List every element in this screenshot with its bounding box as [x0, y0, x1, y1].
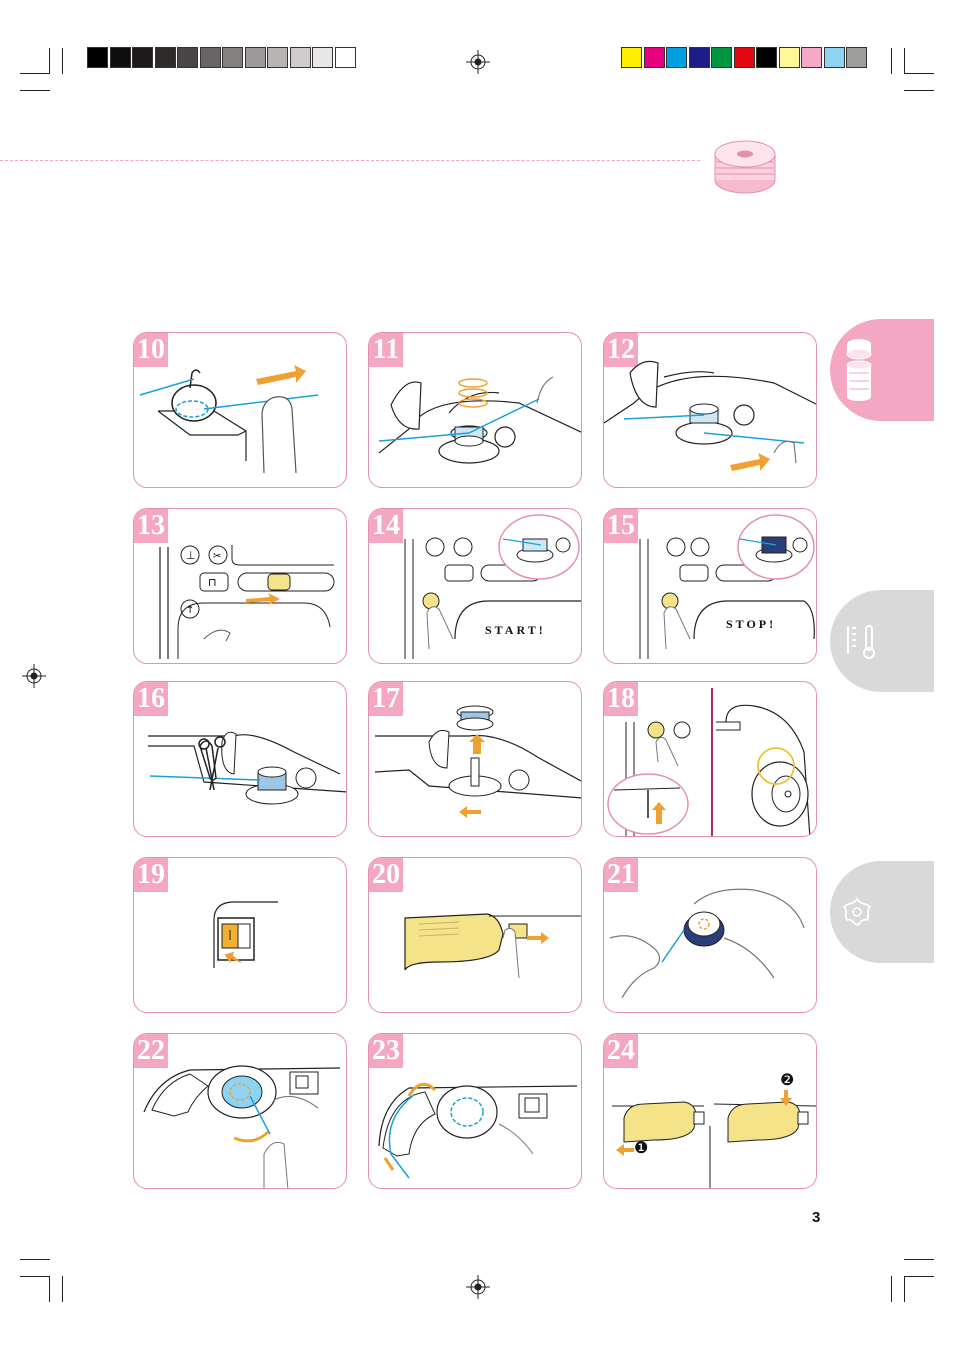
stop-button-illustration [639, 514, 815, 659]
gray-swatch [222, 47, 243, 68]
color-swatch [666, 47, 687, 68]
step-number: 16 [134, 682, 168, 716]
close-cover-illustration [612, 1090, 816, 1188]
gray-swatch [199, 47, 221, 68]
stitch-thermometer-icon [847, 625, 875, 659]
gray-swatch [312, 47, 333, 68]
gray-swatch [267, 47, 288, 68]
speed-slider-illustration: ⊥ ✂ ⊓ ↑ [159, 545, 335, 659]
step-23-panel: 23 [368, 1033, 582, 1189]
power-switch-illustration [213, 901, 278, 968]
step-number: 11 [369, 333, 403, 367]
step-number: 20 [369, 858, 403, 892]
step-20-panel: 20 [368, 857, 582, 1013]
start-label: START! [485, 623, 546, 637]
start-button-illustration [404, 514, 581, 659]
gray-swatch [132, 47, 153, 68]
color-swatch [733, 47, 755, 68]
color-swatch [846, 47, 867, 68]
color-swatch [823, 47, 845, 68]
step-17-panel: 17 [368, 681, 582, 837]
step-10-panel: 10 [133, 332, 347, 488]
step-number: 23 [369, 1034, 403, 1068]
bobbin-icon [714, 140, 776, 194]
marker-2: ❷ [780, 1070, 795, 1089]
gray-swatch [289, 47, 311, 68]
marker-1: ❶ [634, 1138, 649, 1157]
step-number: 19 [134, 858, 168, 892]
step-12-panel: 12 [603, 332, 817, 488]
registration-mark-bottom [466, 1275, 490, 1299]
color-swatch [756, 47, 777, 68]
step-14-panel: 14 START! [368, 508, 582, 664]
svg-text:⊥: ⊥ [186, 549, 196, 562]
cut-thread-illustration [148, 731, 346, 805]
color-swatch [711, 47, 732, 68]
step-number: 18 [604, 682, 638, 716]
svg-text:⊓: ⊓ [208, 576, 217, 589]
place-bobbin-illustration [143, 1065, 341, 1188]
gray-swatch [154, 47, 176, 68]
step-13-panel: 13 ⊥ ✂ ⊓ ↑ [133, 508, 347, 664]
tab-embroidery[interactable] [830, 861, 934, 963]
step-number: 14 [369, 509, 403, 543]
thread-guide-illustration [139, 365, 319, 474]
gray-swatch [334, 47, 356, 68]
color-swatch [621, 47, 642, 68]
gray-swatch [244, 47, 266, 68]
thread-bobbin-illustration [378, 1082, 578, 1179]
step-number: 21 [604, 858, 638, 892]
step-number: 10 [134, 333, 168, 367]
svg-text:↑: ↑ [186, 605, 194, 616]
tab-thread[interactable] [830, 319, 934, 421]
color-swatch [688, 47, 710, 68]
step-number: 15 [604, 509, 638, 543]
svg-text:✂: ✂ [213, 551, 221, 562]
step-21-panel: 21 [603, 857, 817, 1013]
color-swatch [643, 47, 665, 68]
step-16-panel: 16 [133, 681, 347, 837]
step-number: 24 [604, 1034, 638, 1068]
step-number: 12 [604, 333, 638, 367]
step-24-panel: 24 ❷ ❶ [603, 1033, 817, 1189]
remove-bobbin-illustration [374, 705, 581, 818]
embroidery-flower-icon [842, 897, 872, 926]
bobbin-winder-illustration [604, 360, 816, 471]
needle-up-illustration [607, 688, 811, 836]
thread-spool-icon [846, 339, 872, 401]
slide-cover-illustration [404, 913, 581, 979]
step-22-panel: 22 [133, 1033, 347, 1189]
step-18-panel: 18 [603, 681, 817, 837]
step-number: 22 [134, 1034, 168, 1068]
gray-swatch [87, 47, 108, 68]
bobbin-winder-illustration [378, 376, 581, 464]
color-swatch [801, 47, 822, 68]
gray-swatch [109, 47, 131, 68]
color-swatch [778, 47, 800, 68]
step-19-panel: 19 [133, 857, 347, 1013]
step-15-panel: 15 STOP! [603, 508, 817, 664]
step-number: 17 [369, 682, 403, 716]
stop-label: STOP! [726, 617, 777, 631]
header-dashed-line [0, 160, 700, 161]
registration-mark-left [22, 664, 46, 688]
tab-stitches[interactable] [830, 590, 934, 692]
gray-swatch [177, 47, 198, 68]
insert-bobbin-illustration [609, 888, 805, 999]
step-11-panel: 11 [368, 332, 582, 488]
step-number: 13 [134, 509, 168, 543]
page-number: 3 [812, 1209, 821, 1226]
registration-mark-top [466, 50, 490, 74]
